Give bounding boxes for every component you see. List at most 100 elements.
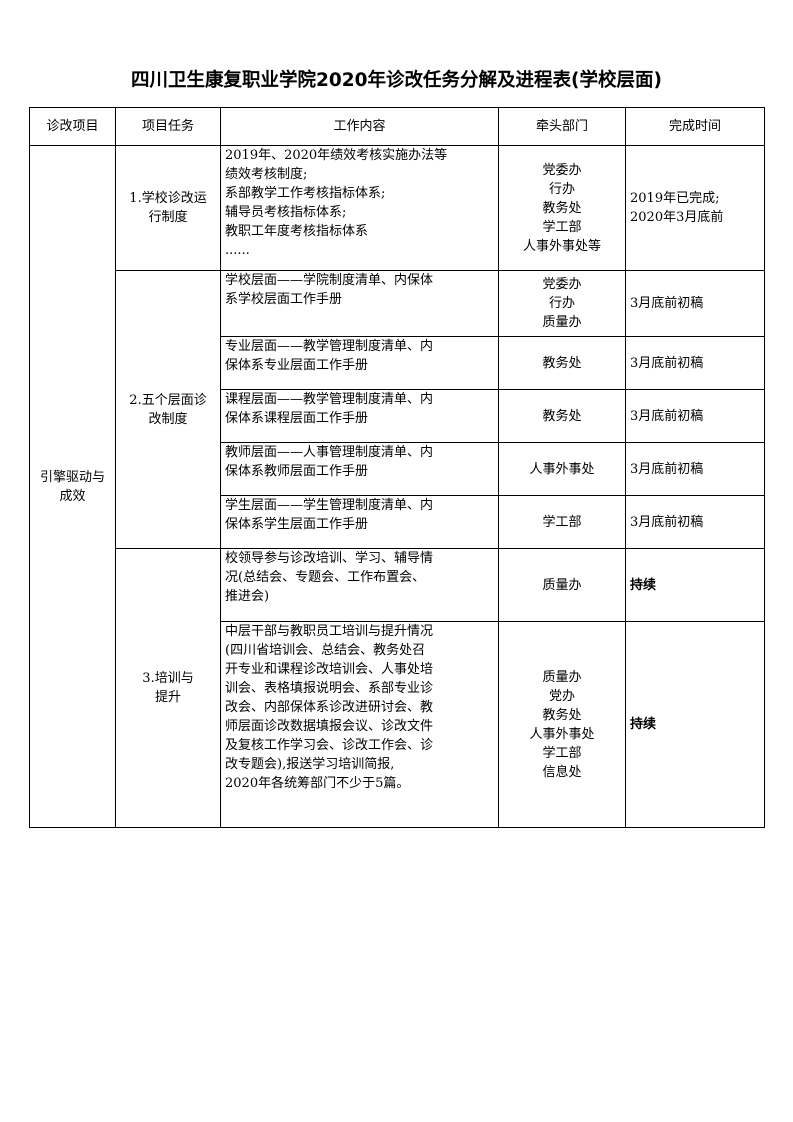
time-line: 持续 [630,717,657,732]
project-line: 成效 [59,488,86,504]
dept-line: 信息处 [542,764,582,780]
dept-line: 教务处 [542,707,582,723]
content-cell: 中层干部与教职员工培训与提升情况 (四川省培训会、总结会、教务处召 开专业和课程… [220,621,499,828]
dept-cell: 质量办 党办 教务处 人事外事处 学工部 信息处 [498,621,626,828]
time-cell: 持续 [625,548,765,622]
content-cell: 校领导参与诊改培训、学习、辅导情 况(总结会、专题会、工作布置会、 推进会) [220,548,499,622]
content-line: 况(总结会、专题会、工作布置会、 [225,570,426,585]
content-line: 教职工年度考核指标体系 [225,224,369,239]
time-cell: 2019年已完成; 2020年3月底前 [625,145,765,271]
content-line: 校领导参与诊改培训、学习、辅导情 [225,551,434,566]
time-line: 3月底前初稿 [630,514,704,530]
time-line: 3月底前初稿 [630,296,704,311]
page-title: 四川卫生康复职业学院2020年诊改任务分解及进程表(学校层面) [131,70,662,91]
table-row: 课程层面——教学管理制度清单、内 保体系课程层面工作手册 教务处 3月底前初稿 [30,389,765,443]
dept-line: 人事外事处 [529,726,595,742]
dept-cell: 教务处 [498,336,626,390]
dept-line: 行办 [548,296,575,311]
content-line: 保体系课程层面工作手册 [225,411,369,426]
content-line: 系学校层面工作手册 [225,292,343,307]
task-name-line: 1.学校诊改运 [129,191,207,206]
time-cell: 持续 [625,621,765,828]
dept-line: 行办 [548,181,575,197]
dept-cell: 党委办 行办 教务处 学工部 人事外事处等 [498,145,626,271]
dept-line: 人事外事处等 [522,238,601,254]
content-line: 及复核工作学习会、诊改工作会、诊 [225,738,434,753]
content-line: 保体系专业层面工作手册 [225,358,369,373]
time-line: 3月底前初稿 [630,408,704,424]
dept-line: 学工部 [542,219,582,235]
content-line: 师层面诊改数据填报会议、诊改文件 [225,719,434,734]
content-cell: 2019年、2020年绩效考核实施办法等 绩效考核制度; 系部教学工作考核指标体… [220,145,499,271]
task-table: 诊改项目 项目任务 工作内容 牵头部门 完成时间 引擎驱动与 成效 1.学校诊改… [29,107,765,828]
content-line: 推进会) [225,589,270,604]
content-cell: 专业层面——教学管理制度清单、内 保体系专业层面工作手册 [220,336,499,390]
dept-line: 教务处 [542,200,582,216]
content-line: (四川省培训会、总结会、教务处召 [225,643,426,658]
dept-cell: 教务处 [498,389,626,443]
dept-cell: 学工部 [498,495,626,549]
header-content: 工作内容 [220,107,499,146]
task-name-line: 改制度 [148,411,188,427]
content-line: 辅导员考核指标体系; [225,205,347,220]
content-line: 开专业和课程诊改培训会、人事处培 [225,662,434,677]
content-line: 专业层面——教学管理制度清单、内 [225,339,434,354]
time-cell: 3月底前初稿 [625,389,765,443]
dept-line: 教务处 [542,408,582,424]
time-line: 2020年3月底前 [630,210,724,225]
content-line: 课程层面——教学管理制度清单、内 [225,392,434,407]
content-cell: 学校层面——学院制度清单、内保体 系学校层面工作手册 [220,270,499,337]
table-row: 专业层面——教学管理制度清单、内 保体系专业层面工作手册 教务处 3月底前初稿 [30,336,765,390]
time-cell: 3月底前初稿 [625,442,765,496]
time-cell: 3月底前初稿 [625,270,765,337]
task-name-cell: 2.五个层面诊 改制度 [115,270,221,549]
content-line: 学校层面——学院制度清单、内保体 [225,273,434,288]
task-name-line: 行制度 [148,210,188,225]
content-line: 绩效考核制度; [225,167,308,182]
task-name-line: 2.五个层面诊 [129,392,207,408]
content-line: 改会、内部保体系诊改进研讨会、教 [225,700,434,715]
content-cell: 课程层面——教学管理制度清单、内 保体系课程层面工作手册 [220,389,499,443]
header-project: 诊改项目 [29,107,116,146]
dept-line: 党委办 [542,277,582,292]
content-line: 中层干部与教职员工培训与提升情况 [225,624,434,639]
content-cell: 教师层面——人事管理制度清单、内 保体系教师层面工作手册 [220,442,499,496]
content-line: 保体系学生层面工作手册 [225,517,369,532]
content-line: 改专题会),报送学习培训简报, [225,757,395,772]
content-line: 2019年、2020年绩效考核实施办法等 [225,148,448,163]
header-row: 诊改项目 项目任务 工作内容 牵头部门 完成时间 [29,107,765,146]
content-line: 系部教学工作考核指标体系; [225,186,386,201]
table-row: 教师层面——人事管理制度清单、内 保体系教师层面工作手册 人事外事处 3月底前初… [30,442,765,496]
task-name-line: 提升 [154,690,181,705]
dept-line: 学工部 [542,514,582,530]
content-line: 保体系教师层面工作手册 [225,464,369,479]
task-name-cell: 1.学校诊改运 行制度 [115,145,221,271]
time-line: 2019年已完成; [630,191,720,206]
dept-cell: 人事外事处 [498,442,626,496]
task-name-cell: 3.培训与 提升 [115,548,221,828]
dept-line: 学工部 [542,745,582,761]
time-cell: 3月底前初稿 [625,495,765,549]
content-line: 训会、表格填报说明会、系部专业诊 [225,681,434,696]
project-cell: 引擎驱动与 成效 [29,145,116,828]
header-dept: 牵头部门 [498,107,626,146]
content-cell: 学生层面——学生管理制度清单、内 保体系学生层面工作手册 [220,495,499,549]
dept-line: 质量办 [542,577,582,593]
project-line: 引擎驱动与 [39,469,105,485]
content-line: 教师层面——人事管理制度清单、内 [225,445,434,460]
table-row: 学生层面——学生管理制度清单、内 保体系学生层面工作手册 学工部 3月底前初稿 [30,495,765,549]
table-row: 2.五个层面诊 改制度 学校层面——学院制度清单、内保体 系学校层面工作手册 党… [30,270,765,549]
table-row: 引擎驱动与 成效 1.学校诊改运 行制度 2019年、2020年绩效考核实施办法… [29,145,765,828]
header-time: 完成时间 [625,107,765,146]
dept-line: 教务处 [542,355,582,371]
content-line: 学生层面——学生管理制度清单、内 [225,498,434,513]
time-line: 3月底前初稿 [630,355,704,371]
dept-line: 质量办 [542,669,582,685]
table-row: 3.培训与 提升 校领导参与诊改培训、学习、辅导情 况(总结会、专题会、工作布置… [30,548,765,828]
task-name-line: 3.培训与 [142,671,194,686]
header-task: 项目任务 [115,107,221,146]
dept-cell: 党委办 行办 质量办 [498,270,626,337]
time-cell: 3月底前初稿 [625,336,765,390]
dept-line: 人事外事处 [529,461,595,477]
time-line: 3月底前初稿 [630,461,704,477]
